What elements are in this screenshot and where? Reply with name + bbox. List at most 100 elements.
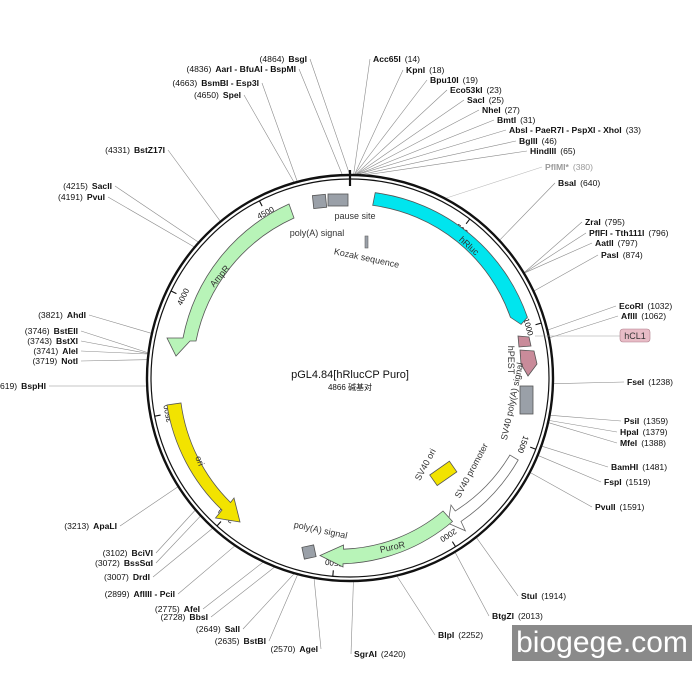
- scale-tick-label: 1500: [515, 434, 530, 454]
- feature-PuroR: [319, 510, 454, 568]
- site-position: (14): [405, 54, 420, 64]
- site-name: AarI - BfuAI - BspMI: [215, 64, 296, 74]
- site-position: (2635): [215, 636, 240, 646]
- site-name: BtgZI: [492, 611, 514, 621]
- site-name: NotI: [61, 356, 78, 366]
- site-position: (3102): [103, 548, 128, 558]
- site-name: AatII: [595, 238, 614, 248]
- feature-pause-site: [327, 193, 349, 207]
- site-leader-line: [202, 562, 263, 610]
- feature-hPEST: [517, 335, 538, 377]
- feature-polya-top-label: poly(A) signal: [290, 228, 345, 238]
- site-label: (3213)ApaLI: [64, 521, 117, 531]
- site-label: EcoRI(1032): [619, 301, 672, 311]
- site-label: PsiI(1359): [624, 416, 668, 426]
- site-position: (2420): [381, 649, 406, 659]
- site-position: (1481): [642, 462, 667, 472]
- feature-AmpR: [166, 203, 295, 357]
- site-label: HindIII(65): [530, 146, 576, 156]
- site-position: (18): [429, 65, 444, 75]
- site-label: BsaI(640): [558, 178, 600, 188]
- plasmid-name: pGL4.84[hRlucCP Puro]: [291, 369, 409, 381]
- site-leader-line: [354, 79, 428, 175]
- site-name: PflMI*: [545, 162, 570, 172]
- site-leader-line: [476, 537, 519, 597]
- site-position: (46): [542, 136, 557, 146]
- feature-pause-site-label: pause site: [334, 211, 375, 221]
- plasmid-size: 4866 碱基对: [328, 382, 372, 392]
- site-leader-line: [358, 129, 507, 175]
- site-label: FspI(1519): [604, 477, 651, 487]
- site-label: (4650)SpeI: [194, 90, 241, 100]
- site-position: (4215): [63, 181, 88, 191]
- site-label: BglII(46): [519, 136, 557, 146]
- site-leader-line: [396, 576, 436, 636]
- site-name: BspHI: [21, 381, 46, 391]
- site-name: FseI: [627, 377, 644, 387]
- site-label: (4215)SacII: [63, 181, 112, 191]
- site-leader-line: [298, 68, 343, 175]
- site-name: AbsI - PaeR7I - PspXI - XhoI: [509, 125, 622, 135]
- site-leader-line: [313, 578, 322, 650]
- site-label: ZraI(795): [585, 217, 625, 227]
- site-label: BamHI(1481): [611, 462, 667, 472]
- site-leader-line: [534, 254, 599, 291]
- site-position: (797): [618, 238, 638, 248]
- site-position: (3213): [64, 521, 89, 531]
- site-label: (3072)BssSαI: [95, 558, 153, 568]
- site-leader-line: [309, 58, 350, 175]
- site-name: HindIII: [530, 146, 556, 156]
- site-leader-line: [548, 422, 618, 444]
- site-label: (3743)BstXI: [27, 336, 78, 346]
- site-position: (1591): [620, 502, 645, 512]
- site-name: SpeI: [223, 90, 241, 100]
- site-label: (3619) BspHI: [0, 381, 46, 391]
- site-position: (3719): [32, 356, 57, 366]
- scale-tick: [258, 200, 263, 207]
- site-leader-line: [261, 82, 298, 182]
- site-position: (3619): [0, 381, 17, 391]
- site-label: (2570)AgeI: [271, 644, 318, 654]
- scale-tick-label: 4000: [175, 286, 191, 306]
- site-name: ZraI: [585, 217, 601, 227]
- site-label: FseI(1238): [627, 377, 673, 387]
- site-label: (4864)BsgI: [260, 54, 307, 64]
- site-position: (3007): [104, 572, 129, 582]
- site-position: (2013): [518, 611, 543, 621]
- site-label: Eco53kI(23): [450, 85, 502, 95]
- scale-tick: [154, 414, 161, 417]
- site-label: (4663)BsmBI - Esp3I: [172, 78, 259, 88]
- site-name: Bpu10I: [430, 75, 459, 85]
- site-labels: Acc65I(14)KpnI(18)Bpu10I(19)Eco53kI(23)S…: [0, 54, 673, 659]
- site-label: StuI(1914): [521, 591, 566, 601]
- scale-tick: [170, 290, 177, 295]
- site-name: BbsI: [189, 612, 208, 622]
- site-position: (2570): [271, 644, 296, 654]
- site-label: (2899)AflIII - PciI: [105, 589, 175, 599]
- site-leader-line: [155, 516, 201, 564]
- site-label: (2635)BstBI: [215, 636, 266, 646]
- site-position: (3743): [27, 336, 52, 346]
- site-label: PvuII(1591): [595, 502, 645, 512]
- feature-polya-bottom-label: poly(A) signal: [293, 520, 348, 541]
- site-position: (23): [487, 85, 502, 95]
- site-label: (2649)SalI: [196, 624, 240, 634]
- site-name: NheI: [482, 105, 501, 115]
- feature-sv40-polya: [519, 385, 534, 415]
- site-label: KpnI(18): [406, 65, 445, 75]
- site-position: (1379): [643, 427, 668, 437]
- site-name: AflII: [621, 311, 637, 321]
- site-position: (2899): [105, 589, 130, 599]
- site-name: BciVI: [132, 548, 154, 558]
- feature-sv40-ori: [429, 460, 458, 487]
- site-name: BsmBI - Esp3I: [201, 78, 259, 88]
- scale-tick: [465, 218, 471, 225]
- watermark: biogege.com: [512, 625, 692, 661]
- site-name: HpaI: [620, 427, 639, 437]
- site-position: (31): [520, 115, 535, 125]
- site-leader-line: [114, 185, 199, 243]
- site-position: (3741): [33, 346, 58, 356]
- site-label: (2775)AfeI: [155, 604, 200, 614]
- site-position: (1359): [643, 416, 668, 426]
- site-position: (1519): [626, 477, 651, 487]
